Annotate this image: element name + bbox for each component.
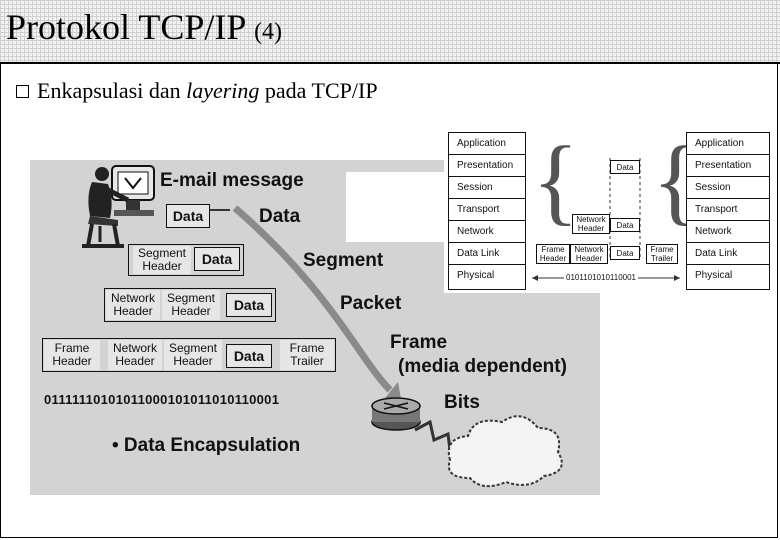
segment-header-box: Segment Header (133, 246, 191, 274)
osi-layering-diagram: Application Presentation Session Transpo… (444, 128, 776, 293)
user-at-computer-icon (82, 165, 155, 248)
osi-left-layer-physical: Physical (457, 270, 495, 281)
osi-left-layer-application: Application (449, 133, 525, 155)
segment-data-box: Data (194, 247, 240, 271)
bullet-box-icon (16, 84, 29, 98)
osi-right-layer-physical: Physical (695, 270, 733, 281)
osi-left-layer-transport: Transport (449, 199, 525, 221)
media-dependent-label: (media dependent) (398, 356, 567, 377)
router-icon (371, 397, 421, 431)
packet-segment-header-box: Segment Header (162, 290, 220, 320)
segment-group (128, 244, 244, 276)
link-zigzag (414, 419, 452, 451)
frame-trailer-box: Frame Trailer (280, 340, 334, 370)
bullet-text-pre: Enkapsulasi dan (37, 78, 181, 103)
osi-left-layer-session: Session (449, 177, 525, 199)
osi-network-header-box: Network Header (572, 214, 610, 234)
osi-right-layer-data-link: Data Link (687, 243, 769, 265)
osi-right-layer-application: Application (687, 133, 769, 155)
slide-title: Protokol TCP/IP (4) (6, 6, 282, 48)
osi-left-layer-network: Network (449, 221, 525, 243)
data-label: Data (259, 206, 301, 227)
bullet-point: Enkapsulasi dan layering pada TCP/IP (16, 78, 378, 104)
segment-label: Segment (303, 250, 384, 271)
frame-data-box: Data (226, 344, 272, 368)
packet-label: Packet (340, 293, 402, 314)
osi-left-layer-data-link: Data Link (449, 243, 525, 265)
osi-left-layer-presentation: Presentation (449, 155, 525, 177)
frame-group (42, 338, 336, 372)
title-main: Protokol TCP/IP (6, 7, 246, 47)
osi-data-box-mid: Data (610, 218, 640, 232)
left-brace-icon: { (532, 127, 580, 235)
bullet-text-italic: layering (186, 78, 260, 103)
data-encapsulation-caption: • Data Encapsulation (112, 435, 301, 456)
osi-stack-left: Application Presentation Session Transpo… (448, 132, 526, 290)
frame-segment-header-box: Segment Header (164, 340, 222, 370)
cloud-icon (447, 415, 563, 488)
osi-bitstring: 0101101010110001 (564, 273, 638, 282)
osi-frame-header-box: Frame Header (536, 244, 570, 264)
frame-label: Frame (390, 332, 448, 353)
bitstring: 01111110101011000101011010110001 (44, 392, 280, 407)
data-box: Data (166, 204, 210, 228)
packet-network-header-box: Network Header (106, 290, 160, 320)
osi-right-layer-session: Session (687, 177, 769, 199)
packet-data-box: Data (226, 293, 272, 317)
bullet-text-post: pada TCP/IP (264, 78, 378, 103)
osi-right-layer-transport: Transport (687, 199, 769, 221)
frame-network-header-box: Network Header (108, 340, 162, 370)
osi-frame-network-header-box: Network Header (570, 244, 608, 264)
email-message-label: E-mail message (160, 170, 304, 191)
osi-right-layer-presentation: Presentation (687, 155, 769, 177)
osi-data-box-bottom: Data (610, 246, 640, 260)
osi-right-layer-network: Network (687, 221, 769, 243)
osi-stack-right: Application Presentation Session Transpo… (686, 132, 770, 290)
packet-group (104, 288, 276, 322)
bits-label: Bits (444, 392, 480, 413)
osi-data-box-top: Data (610, 160, 640, 174)
encapsulation-diagram: E-mail message Data Data Segment Header … (30, 160, 600, 495)
osi-frame-trailer-box: Frame Trailer (646, 244, 678, 264)
encapsulation-art (82, 165, 563, 488)
title-number: (4) (254, 19, 283, 45)
frame-header-box: Frame Header (44, 340, 100, 370)
title-bar: Protokol TCP/IP (4) (0, 0, 780, 64)
overlay-patch (346, 172, 444, 242)
